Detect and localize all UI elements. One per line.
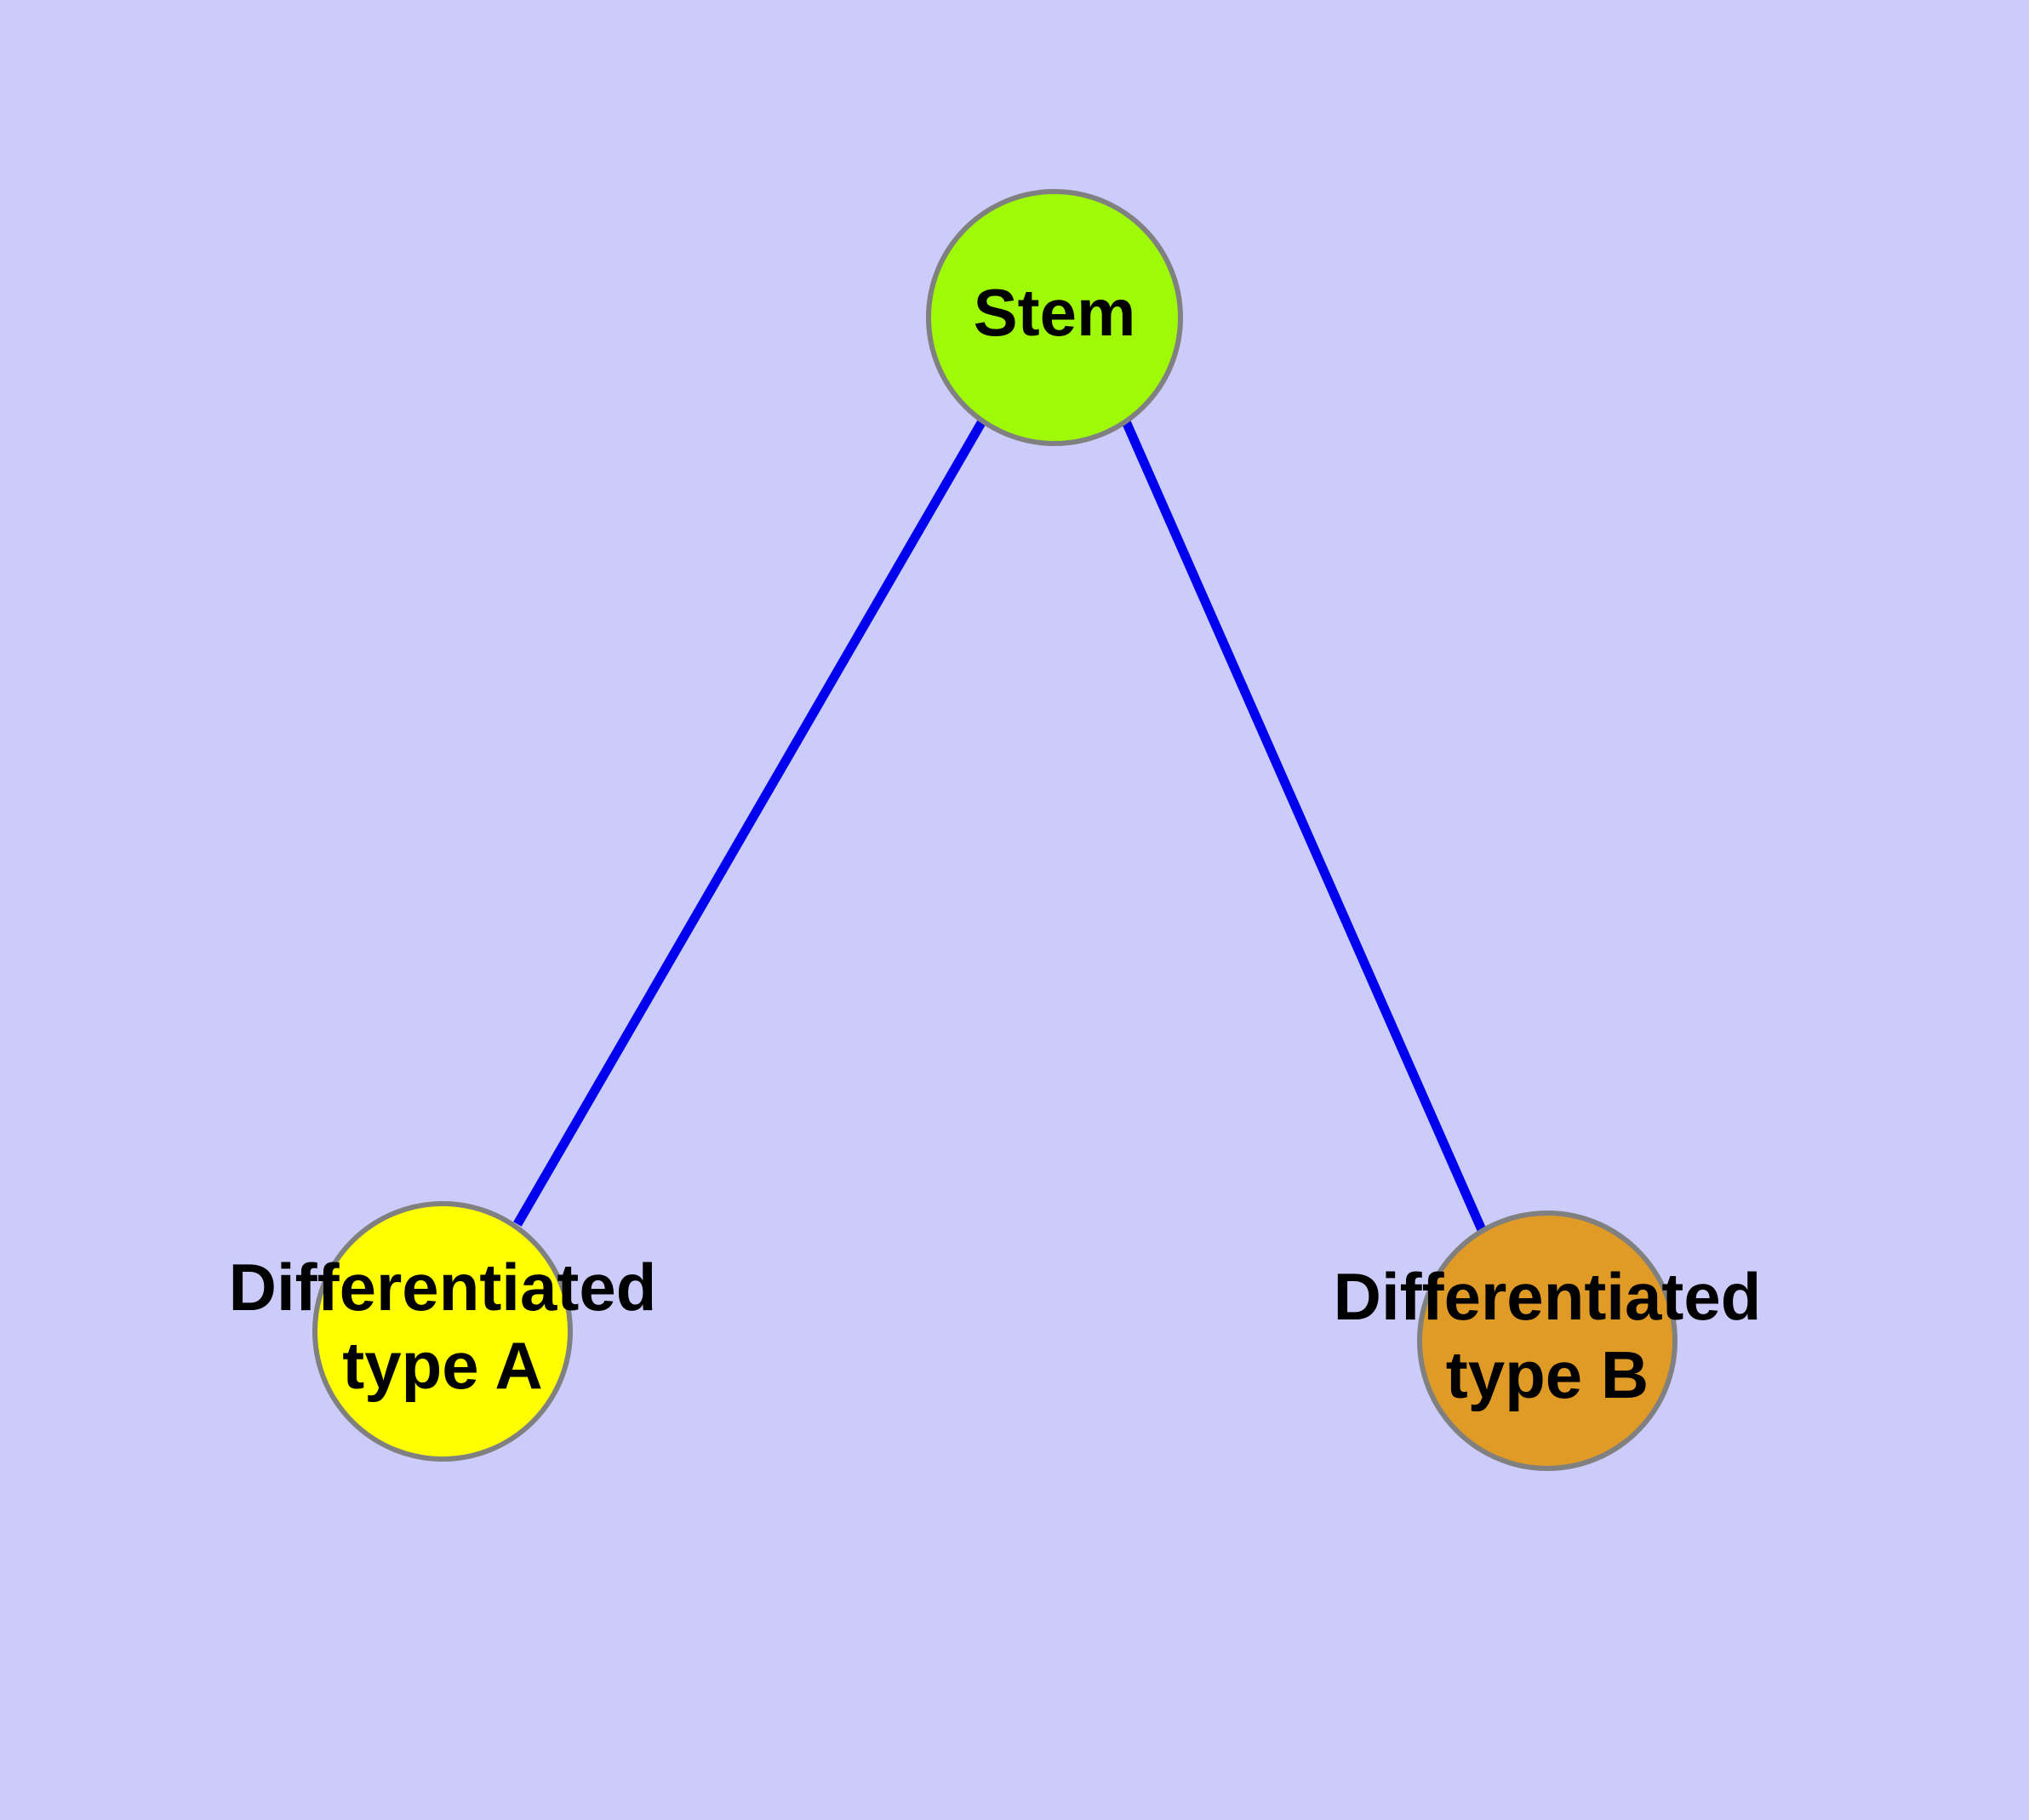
edges-layer bbox=[513, 417, 1488, 1234]
graph-node-label-line: type A bbox=[342, 1328, 543, 1403]
nodes-layer bbox=[312, 189, 1677, 1471]
graph-node-label-line: Stem bbox=[974, 275, 1136, 350]
graph-node-label-line: type B bbox=[1446, 1337, 1649, 1412]
graph-node-label-stem: Stem bbox=[974, 275, 1136, 350]
graph-node-label-line: Differentiated bbox=[1334, 1259, 1762, 1334]
graph-edge-stem-to-diff-b[interactable] bbox=[1120, 417, 1488, 1234]
graph-node-diff-b[interactable] bbox=[1417, 1210, 1677, 1471]
graph-node-label-line: Differentiated bbox=[229, 1250, 657, 1325]
graph-edge-stem-to-diff-a[interactable] bbox=[513, 419, 986, 1227]
graph-node-stem[interactable] bbox=[926, 189, 1183, 446]
graph-node-diff-a[interactable] bbox=[312, 1201, 573, 1462]
